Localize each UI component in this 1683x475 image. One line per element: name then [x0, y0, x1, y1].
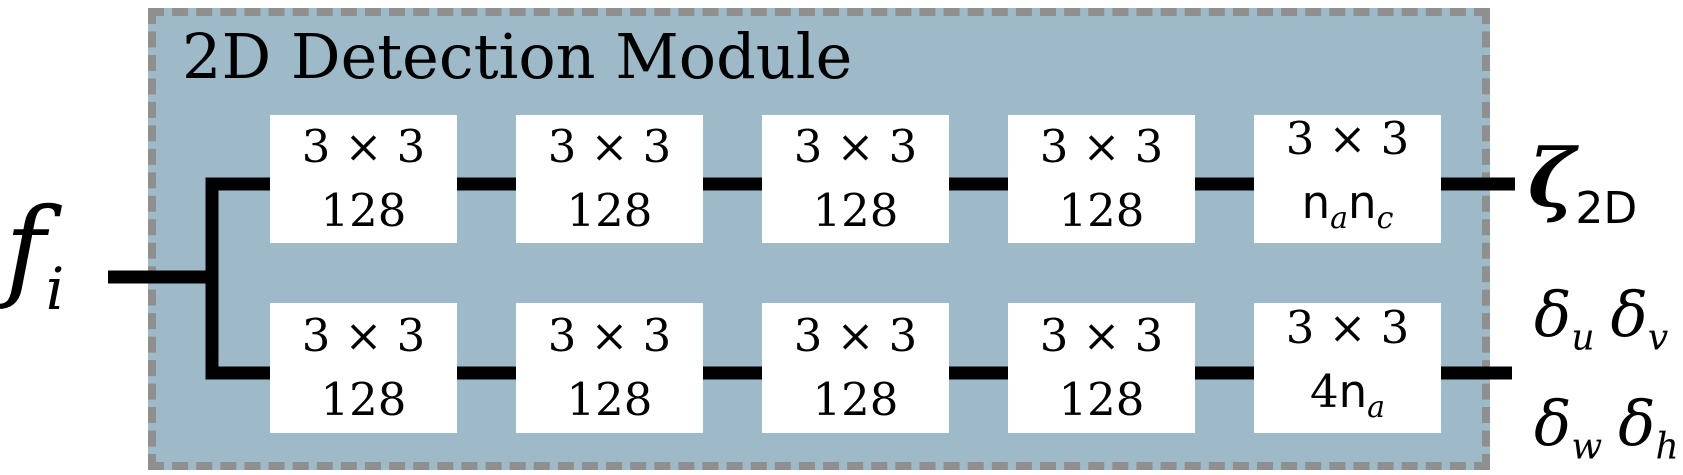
channel-term-subscript: a — [1367, 390, 1386, 425]
channel-term: n — [1348, 176, 1377, 229]
output-symbol: δ — [1534, 278, 1572, 351]
input-feature-label: fi — [5, 188, 64, 349]
conv-box: 3 × 3 128 — [516, 115, 703, 243]
output-symbol: ζ — [1528, 131, 1576, 225]
kernel-size: 3 × 3 — [1039, 309, 1164, 362]
channel-count: 128 — [320, 184, 407, 237]
output-subscript: w — [1571, 426, 1603, 468]
channel-count: 128 — [566, 184, 653, 237]
channel-term: n — [1338, 365, 1368, 418]
kernel-size: 3 × 3 — [547, 309, 672, 362]
module-title: 2D Detection Module — [182, 20, 853, 93]
conv-box: 3 × 3 128 — [270, 115, 457, 243]
conv-box: 3 × 3 nanc — [1254, 112, 1441, 243]
kernel-size: 3 × 3 — [547, 120, 672, 173]
channel-count: 128 — [320, 373, 407, 426]
channel-count: 128 — [812, 373, 899, 426]
channel-term: n — [1301, 176, 1331, 229]
output-subscript: h — [1655, 426, 1679, 468]
kernel-size: 3 × 3 — [1285, 112, 1410, 165]
conv-box: 3 × 3 128 — [1008, 115, 1195, 243]
channel-count: 4na — [1310, 360, 1385, 440]
kernel-size: 3 × 3 — [301, 309, 426, 362]
kernel-size: 3 × 3 — [793, 120, 918, 173]
channel-count: 128 — [1058, 184, 1145, 237]
kernel-size: 3 × 3 — [301, 120, 426, 173]
kernel-size: 3 × 3 — [1285, 301, 1410, 354]
input-subscript: i — [45, 255, 65, 323]
conv-box: 3 × 3 128 — [762, 303, 949, 433]
conv-box: 3 × 3 128 — [762, 115, 949, 243]
output-symbol: δ — [1534, 387, 1572, 461]
channel-count: 128 — [566, 373, 653, 426]
conv-box: 3 × 3 128 — [1008, 303, 1195, 433]
input-symbol: f — [5, 184, 46, 312]
channel-count: 128 — [812, 184, 899, 237]
output-symbol: δ — [1618, 387, 1656, 461]
channel-count: nanc — [1302, 171, 1394, 251]
output-subscript: v — [1647, 317, 1669, 359]
classification-output-label: ζ2D — [1528, 133, 1637, 254]
conv-box: 3 × 3 4na — [1254, 301, 1441, 433]
output-symbol: δ — [1610, 278, 1648, 351]
channel-term-subscript: a — [1330, 201, 1349, 236]
channel-term: 4 — [1309, 365, 1339, 418]
conv-box: 3 × 3 128 — [516, 303, 703, 433]
output-subscript: 2D — [1575, 183, 1638, 234]
kernel-size: 3 × 3 — [1039, 120, 1164, 173]
channel-count: 128 — [1058, 373, 1145, 426]
channel-term-subscript: c — [1376, 201, 1394, 236]
kernel-size: 3 × 3 — [793, 309, 918, 362]
output-subscript: u — [1571, 317, 1595, 359]
conv-box: 3 × 3 128 — [270, 303, 457, 433]
